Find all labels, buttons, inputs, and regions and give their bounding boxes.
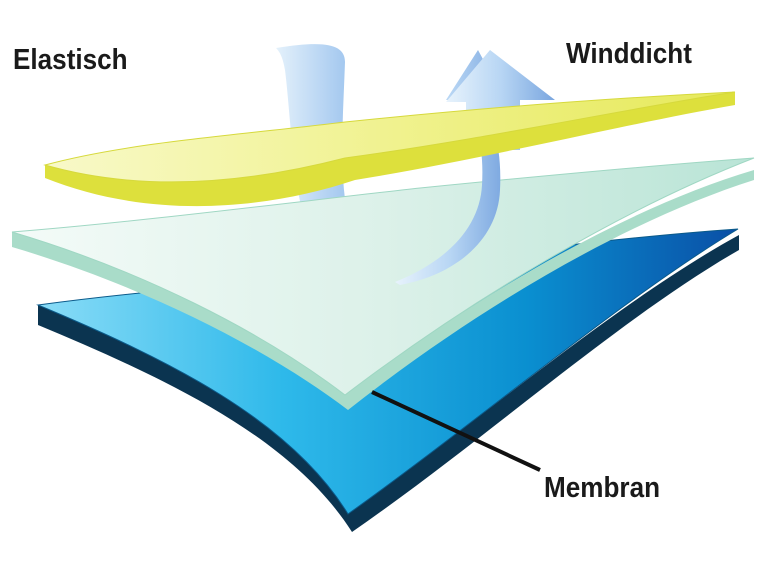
bottom-layer-side bbox=[38, 235, 739, 532]
membran-pointer-line bbox=[371, 390, 541, 472]
top-layer-side bbox=[45, 92, 735, 207]
middle-layer-side bbox=[12, 170, 754, 410]
label-membran: Membran bbox=[544, 472, 661, 504]
middle-layer-top bbox=[11, 157, 755, 396]
label-winddicht: Winddicht bbox=[566, 38, 692, 70]
top-layer bbox=[43, 91, 736, 207]
middle-layer bbox=[11, 157, 755, 410]
label-elastisch: Elastisch bbox=[13, 44, 128, 76]
top-layer-top bbox=[43, 91, 736, 183]
